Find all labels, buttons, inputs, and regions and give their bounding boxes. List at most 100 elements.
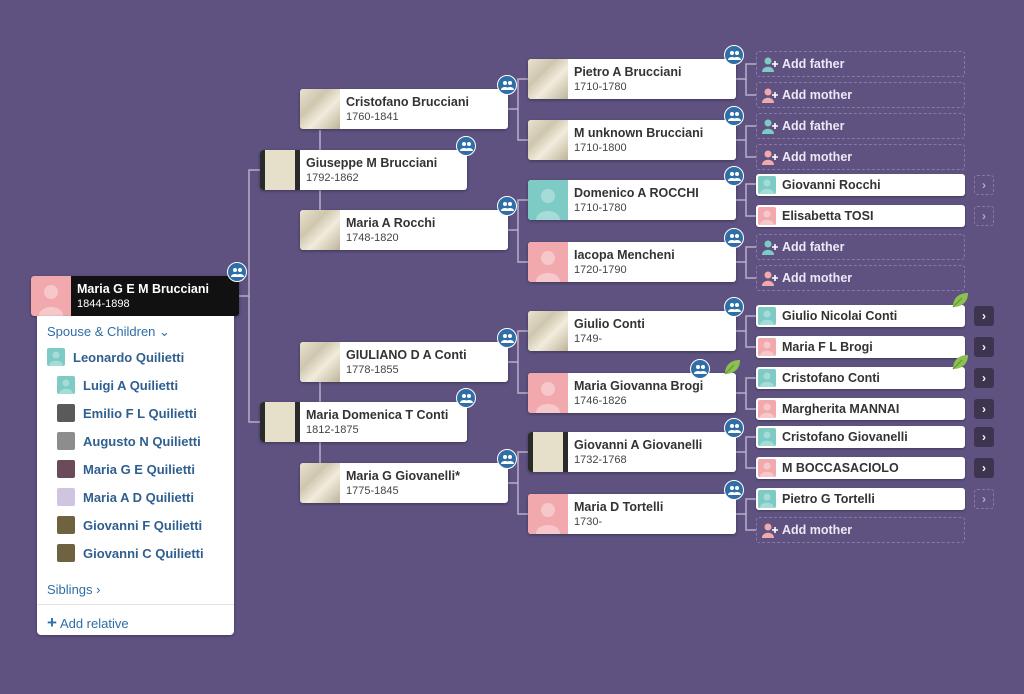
child-item[interactable]: Giovanni F Quilietti [57,514,202,536]
record-photo [300,210,340,250]
record-photo [528,59,568,99]
spouse-item[interactable]: Leonardo Quilietti [47,346,184,368]
add-father-button[interactable]: Add father [756,51,965,77]
person-name: Giovanni A Giovanelli [574,438,703,452]
chevron-right-icon[interactable]: › [974,175,994,195]
family-icon[interactable] [724,297,744,317]
ancestor-card[interactable]: Maria F L Brogi [756,336,965,358]
family-icon[interactable] [497,328,517,348]
ancestor-card[interactable]: Pietro G Tortelli [756,488,965,510]
family-icon[interactable] [456,136,476,156]
person-name: M BOCCASACIOLO [782,461,899,475]
portrait-photo [57,544,75,562]
grandparent-card[interactable]: Maria G Giovanelli*1775-1845 [300,463,508,503]
family-icon[interactable] [724,418,744,438]
record-photo [260,150,300,190]
female-silhouette-icon [528,373,568,413]
female-silhouette-icon [758,459,776,477]
person-name: Giulio Conti [574,317,645,331]
ancestor-card[interactable]: Giulio Nicolai Conti [756,305,965,327]
family-icon[interactable] [724,166,744,186]
hint-leaf-icon[interactable] [950,352,970,372]
root-person-card[interactable]: Maria G E M Brucciani 1844-1898 [31,276,239,316]
record-photo [528,311,568,351]
ancestor-card[interactable]: Cristofano Giovanelli [756,426,965,448]
add-label: Add mother [782,88,853,102]
add-label: Add father [782,57,845,71]
person-dates: 1710-1800 [574,142,627,154]
chevron-right-icon[interactable]: › [974,337,994,357]
family-icon[interactable] [724,106,744,126]
chevron-right-icon[interactable]: › [974,399,994,419]
family-icon[interactable] [724,480,744,500]
hint-leaf-icon[interactable] [722,357,742,377]
add-label: Add father [782,240,845,254]
relatives-panel: Spouse & Children ⌄ Leonardo Quilietti L… [37,316,234,635]
add-male-icon [762,57,778,72]
family-icon[interactable] [497,449,517,469]
child-name: Maria A D Quilietti [83,489,194,505]
add-male-icon [762,119,778,134]
portrait-photo [57,404,75,422]
child-item[interactable]: Emilio F L Quilietti [57,402,197,424]
child-item[interactable]: Luigi A Quilietti [57,374,178,396]
parent-card-father[interactable]: Giuseppe M Brucciani 1792-1862 [260,150,467,190]
add-father-button[interactable]: Add father [756,234,965,260]
ancestor-card[interactable]: M BOCCASACIOLO [756,457,965,479]
chevron-right-icon[interactable]: › [974,306,994,326]
child-item[interactable]: Maria A D Quilietti [57,486,194,508]
ancestor-card[interactable]: Elisabetta TOSI [756,205,965,227]
add-mother-button[interactable]: Add mother [756,82,965,108]
portrait-photo [57,460,75,478]
child-name: Luigi A Quilietti [83,377,179,393]
parent-card-mother[interactable]: Maria Domenica T Conti 1812-1875 [260,402,467,442]
hint-leaf-icon[interactable] [950,290,970,310]
ancestor-card[interactable]: Giovanni Rocchi [756,174,965,196]
child-name: Giovanni C Quilietti [83,545,204,561]
person-name: Cristofano Giovanelli [782,430,908,444]
person-name: Maria D Tortelli [574,500,664,514]
child-name: Emilio F L Quilietti [83,405,197,421]
chevron-right-icon[interactable]: › [974,206,994,226]
child-item[interactable]: Augusto N Quilietti [57,430,201,452]
family-icon[interactable] [724,45,744,65]
add-father-button[interactable]: Add father [756,113,965,139]
person-name: Giulio Nicolai Conti [782,309,898,323]
chevron-right-icon[interactable]: › [974,489,994,509]
add-relative-button[interactable]: +Add relative [47,613,129,633]
family-icon[interactable] [497,196,517,216]
child-item[interactable]: Maria G E Quilietti [57,458,195,480]
spouse-children-toggle[interactable]: Spouse & Children ⌄ [47,324,170,340]
add-mother-button[interactable]: Add mother [756,265,965,291]
person-name: Maria G Giovanelli* [346,469,460,483]
chevron-right-icon[interactable]: › [974,427,994,447]
child-item[interactable]: Giovanni C Quilietti [57,542,204,564]
family-icon[interactable] [497,75,517,95]
family-icon[interactable] [227,262,247,282]
male-silhouette-icon [758,176,776,194]
person-dates: 1778-1855 [346,364,399,376]
chevron-right-icon[interactable]: › [974,458,994,478]
chevron-right-icon[interactable]: › [974,368,994,388]
family-icon[interactable] [456,388,476,408]
family-icon[interactable] [690,359,710,379]
ancestor-card[interactable]: Margherita MANNAI [756,398,965,420]
add-mother-button[interactable]: Add mother [756,144,965,170]
ancestor-card[interactable]: Cristofano Conti [756,367,965,389]
add-mother-button[interactable]: Add mother [756,517,965,543]
female-silhouette-icon [758,207,776,225]
male-silhouette-icon [758,490,776,508]
siblings-link[interactable]: Siblings › [47,582,101,597]
family-icon[interactable] [724,228,744,248]
